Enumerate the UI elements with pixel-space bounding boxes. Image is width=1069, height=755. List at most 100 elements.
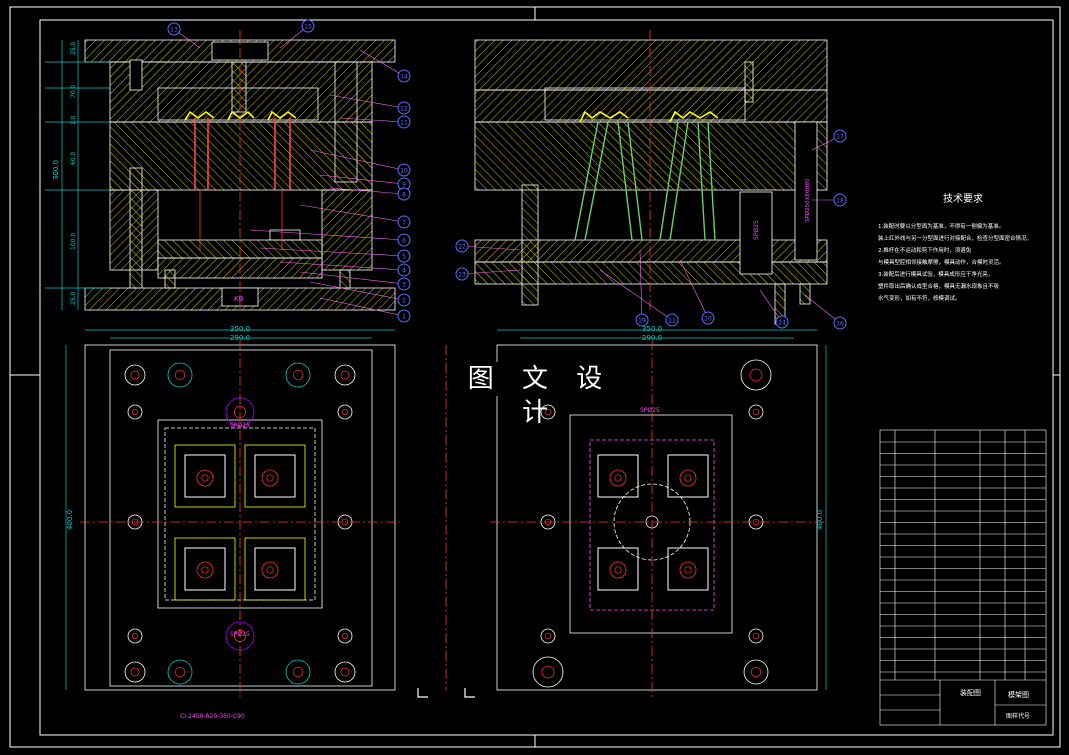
front-height-seg: 25.0 — [70, 41, 77, 55]
hole-circle — [261, 469, 279, 487]
hole-inner — [341, 632, 349, 640]
hole-inner — [292, 369, 304, 381]
front-parting-centerlines — [45, 40, 110, 310]
part-balloon — [397, 215, 411, 229]
hole-circle — [337, 628, 353, 644]
hole-inner — [174, 666, 186, 678]
hole-circle — [261, 561, 279, 579]
part-balloon — [397, 277, 411, 291]
back-lifters — [574, 121, 716, 241]
hole-inner — [684, 474, 692, 482]
part-balloon-label: 9 — [402, 182, 406, 189]
part-balloon-label: 10 — [400, 168, 408, 175]
sp-tag-a: SPØ25 — [230, 422, 250, 429]
hole-inner — [541, 665, 555, 679]
back-plan-holes — [532, 359, 772, 688]
part-balloon-label: 4 — [402, 268, 406, 275]
plan-height-left: 400.0 — [66, 510, 74, 530]
hole-circle — [334, 661, 356, 683]
hole-inner — [266, 474, 274, 482]
hole-inner — [749, 368, 763, 382]
notes-line: 装上红外线与另一分型面进行对接配合，检查分型面密合情况。 — [878, 236, 1033, 242]
hole-circle — [167, 659, 193, 685]
parts-list-rows — [880, 441, 1046, 673]
hole-inner — [614, 566, 622, 574]
front-core-pins — [184, 110, 297, 190]
part-balloon — [397, 163, 411, 177]
part-balloon — [455, 239, 469, 253]
hole-circle — [679, 561, 697, 579]
front-plan-runners — [174, 444, 306, 601]
part-code: CI-2450-A20-350-C90 — [180, 713, 245, 720]
notes-line: 与模具型腔相邻接触摩擦，模具动作，合模时灵活。 — [878, 260, 1005, 266]
parts-list-table — [879, 429, 1047, 726]
drawing-title: 模架图 — [1008, 690, 1029, 699]
hole-inner — [341, 408, 349, 416]
hole-inner — [544, 408, 552, 416]
part-balloon — [397, 187, 411, 201]
front-height-seg: 25.0 — [70, 291, 77, 305]
part-balloon — [635, 313, 649, 327]
hole-circle — [167, 362, 193, 388]
hole-circle — [334, 364, 356, 386]
part-balloon-label: 6 — [402, 238, 406, 245]
hole-circle — [196, 469, 214, 487]
part-balloon — [167, 22, 181, 36]
part-balloon — [775, 315, 789, 329]
part-balloon-label: 17 — [836, 134, 844, 141]
part-balloon — [455, 267, 469, 281]
part-balloon — [397, 263, 411, 277]
part-balloon-label: 13 — [170, 27, 178, 34]
hole-inner — [684, 566, 692, 574]
part-balloon-label: 2 — [402, 298, 406, 305]
hole-circle — [532, 656, 564, 688]
part-balloon-label: 16 — [836, 321, 844, 328]
back-core-pins — [579, 110, 719, 123]
part-balloon-label: 1 — [402, 314, 406, 321]
hole-inner — [266, 566, 274, 574]
part-balloon — [833, 193, 847, 207]
back-plan-centerlines — [445, 340, 825, 700]
hole-inner — [201, 474, 209, 482]
hole-inner — [544, 632, 552, 640]
front-width-outer: 350.0 — [230, 325, 250, 333]
front-height-total: 300.0 — [52, 160, 60, 180]
hole-circle — [609, 561, 627, 579]
hole-inner — [130, 667, 140, 677]
kb-tag: KB — [234, 295, 244, 303]
hole-circle — [124, 364, 146, 386]
front-plan-dims — [65, 329, 395, 690]
hole-inner — [752, 518, 760, 526]
back-width-inner: 290.0 — [642, 334, 662, 342]
part-balloon — [701, 311, 715, 325]
part-balloon-label: 24 — [778, 320, 786, 327]
part-balloon — [397, 69, 411, 83]
part-balloon-label: 7 — [402, 220, 406, 227]
part-balloon-label: 11 — [400, 120, 408, 127]
hole-inner — [750, 666, 762, 678]
part-balloon — [833, 316, 847, 330]
hole-inner — [614, 474, 622, 482]
front-height-seg: 60.0 — [70, 151, 77, 165]
notes-line: 1.装配时要以分型面为基准，不得有一侧偏为基准。 — [878, 224, 1005, 230]
part-balloon — [397, 233, 411, 247]
hole-circle — [540, 628, 556, 644]
drawing-code-label: 图样代号 — [1006, 712, 1030, 720]
front-plan-centerlines — [80, 340, 400, 700]
hole-inner — [201, 566, 209, 574]
pillar-tag: SPØ25 — [753, 220, 760, 240]
hole-circle — [540, 404, 556, 420]
plan-height-right: 400.0 — [816, 510, 824, 530]
back-plan-dims — [497, 329, 827, 690]
part-balloon — [397, 249, 411, 263]
hole-circle — [124, 661, 146, 683]
part-balloon-label: 23 — [458, 272, 466, 279]
part-balloon — [833, 129, 847, 143]
hole-inner — [131, 408, 139, 416]
hole-circle — [196, 561, 214, 579]
front-height-segments: 25.0 70.0 1.0 60.0 100.0 25.0 — [70, 41, 77, 305]
back-width-outer: 350.0 — [642, 325, 662, 333]
hole-circle — [337, 404, 353, 420]
sp-tag-b: SPØ25 — [230, 631, 250, 638]
